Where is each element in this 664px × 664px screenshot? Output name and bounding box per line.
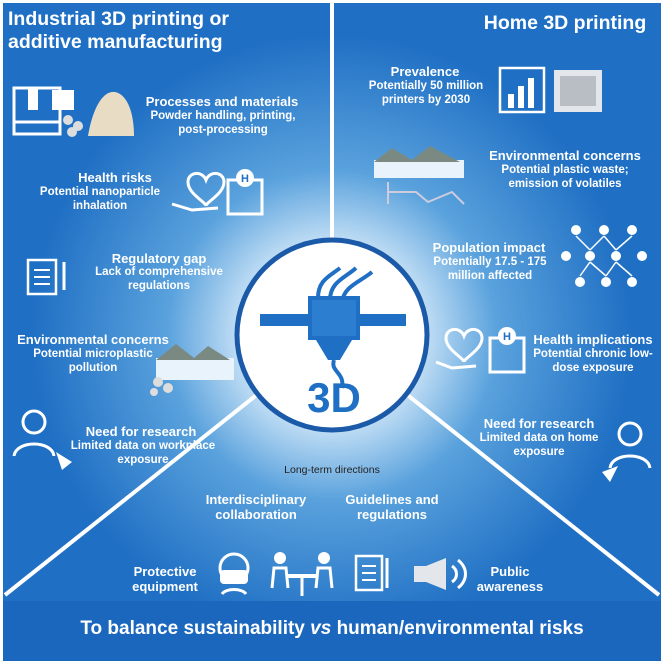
clipboard-icon: [354, 554, 389, 592]
bottom-band: [3, 601, 661, 661]
svg-text:H: H: [503, 331, 511, 343]
industrial-heading: Processes and materials: [145, 94, 299, 109]
heart-hand-hospital-icon: H: [171, 169, 264, 216]
home-body: Limited data on home exposure: [479, 432, 599, 458]
home-heading: Health implications: [533, 332, 653, 347]
mountain-lake-icon: [150, 344, 234, 396]
researcher-icon: [602, 421, 652, 482]
industrial-body: Lack of comprehensive regulations: [95, 266, 223, 292]
face-mask-icon: [218, 552, 250, 596]
bottom-text-vs: vs: [310, 618, 332, 639]
mountain-polymer-icon: [374, 146, 465, 205]
guidelines-label: Guidelines and regulations: [345, 492, 439, 523]
industrial-body: Limited data on workplace exposure: [70, 440, 216, 466]
printer-powder-icon: [12, 86, 134, 137]
home-title: Home 3D printing: [483, 12, 647, 34]
industrial-body: Potential microplastic pollution: [33, 348, 153, 374]
home-heading: Prevalence: [390, 64, 460, 79]
bottom-statement: To balance sustainability vs human/envir…: [0, 618, 664, 640]
home-body: Potential plastic waste; emission of vol…: [501, 164, 629, 190]
printer-head-icon: [260, 266, 406, 389]
directions-label: Long-term directions: [284, 464, 380, 476]
industrial-body: Potential nanoparticle inhalation: [39, 186, 161, 212]
meeting-icon: [270, 552, 334, 596]
bottom-text-1: To balance sustainability: [80, 618, 311, 639]
industrial-heading: Need for research: [85, 424, 197, 439]
awareness-label: Public awareness: [476, 564, 544, 595]
researcher-icon: [12, 409, 72, 470]
interdisciplinary-label: Interdisciplinary collaboration: [205, 492, 307, 523]
industrial-title: Industrial 3D printing or additive manuf…: [8, 8, 230, 54]
megaphone-icon: [414, 558, 467, 590]
protective-label: Protective equipment: [132, 564, 198, 595]
bottom-text-2: human/environmental risks: [331, 618, 584, 639]
center-logo: 3D: [307, 374, 361, 421]
industrial-body: Powder handling, printing, post-processi…: [150, 110, 296, 136]
svg-text:H: H: [241, 173, 249, 185]
industrial-heading: Health risks: [78, 170, 152, 185]
home-body: Potentially 17.5 - 175 million affected: [433, 256, 547, 282]
home-body: Potentially 50 million printers by 2030: [368, 80, 484, 106]
home-body: Potential chronic low-dose exposure: [533, 348, 653, 374]
industrial-heading: Environmental concerns: [17, 332, 169, 347]
industrial-heading: Regulatory gap: [111, 251, 207, 266]
heart-hand-hospital-icon: H: [435, 327, 526, 374]
home-heading: Population impact: [432, 240, 546, 255]
home-heading: Environmental concerns: [489, 148, 641, 163]
bar-chart-printer-icon: [498, 66, 602, 114]
clipboard-icon: [26, 258, 66, 296]
people-network-icon: [561, 225, 647, 287]
home-heading: Need for research: [483, 416, 595, 431]
